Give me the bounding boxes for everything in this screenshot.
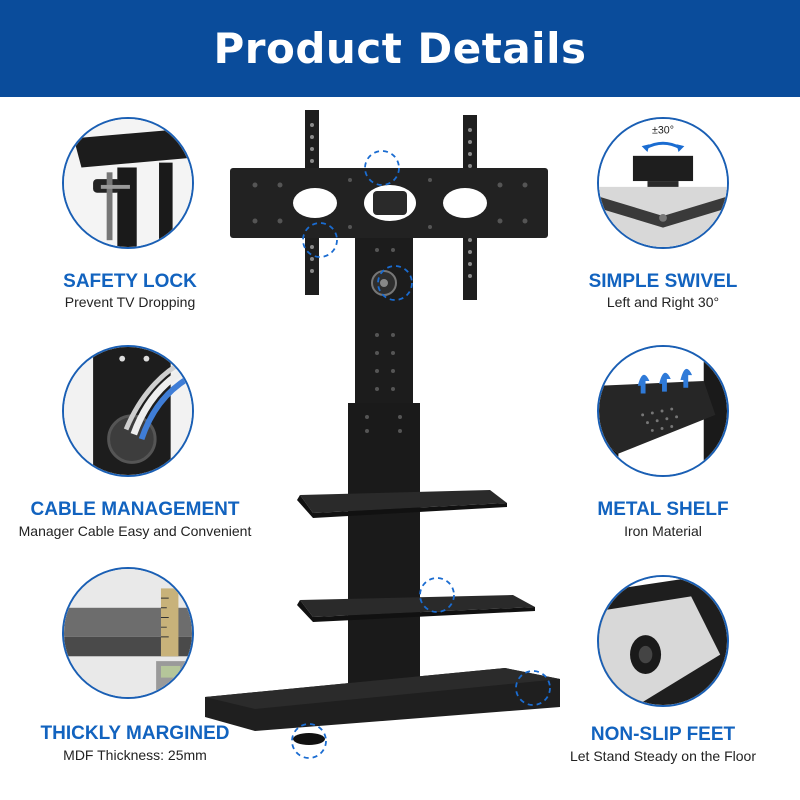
simple-swivel-closeup: ±30°	[597, 117, 729, 249]
feature-title-non-slip-feet: NON-SLIP FEET	[590, 724, 736, 745]
metal-shelf-closeup	[597, 345, 729, 477]
mdf-thickness-closeup	[62, 567, 194, 699]
feature-subtitle-metal-shelf: Iron Material	[624, 523, 702, 539]
cable-management-closeup	[62, 345, 194, 477]
safety-lock-closeup	[62, 117, 194, 249]
page-title: Product Details	[213, 24, 587, 73]
swivel-degree-label: ±30°	[652, 125, 674, 137]
feature-title-metal-shelf: METAL SHELF	[597, 499, 729, 520]
feature-subtitle-thickly-margined: MDF Thickness: 25mm	[63, 747, 207, 763]
non-slip-feet-closeup	[597, 575, 729, 707]
feature-title-safety-lock: SAFETY LOCK	[63, 271, 197, 292]
feature-subtitle-non-slip-feet: Let Stand Steady on the Floor	[569, 748, 756, 764]
feature-subtitle-cable-management: Manager Cable Easy and Convenient	[18, 523, 252, 539]
feature-title-cable-management: CABLE MANAGEMENT	[30, 499, 240, 520]
header-banner: Product Details	[0, 0, 800, 97]
tv-stand-image	[195, 105, 560, 765]
feature-subtitle-safety-lock: Prevent TV Dropping	[64, 294, 196, 310]
feature-title-thickly-margined: THICKLY MARGINED	[40, 723, 230, 744]
feature-subtitle-simple-swivel: Left and Right 30°	[606, 294, 720, 310]
feature-title-simple-swivel: SIMPLE SWIVEL	[588, 271, 738, 292]
